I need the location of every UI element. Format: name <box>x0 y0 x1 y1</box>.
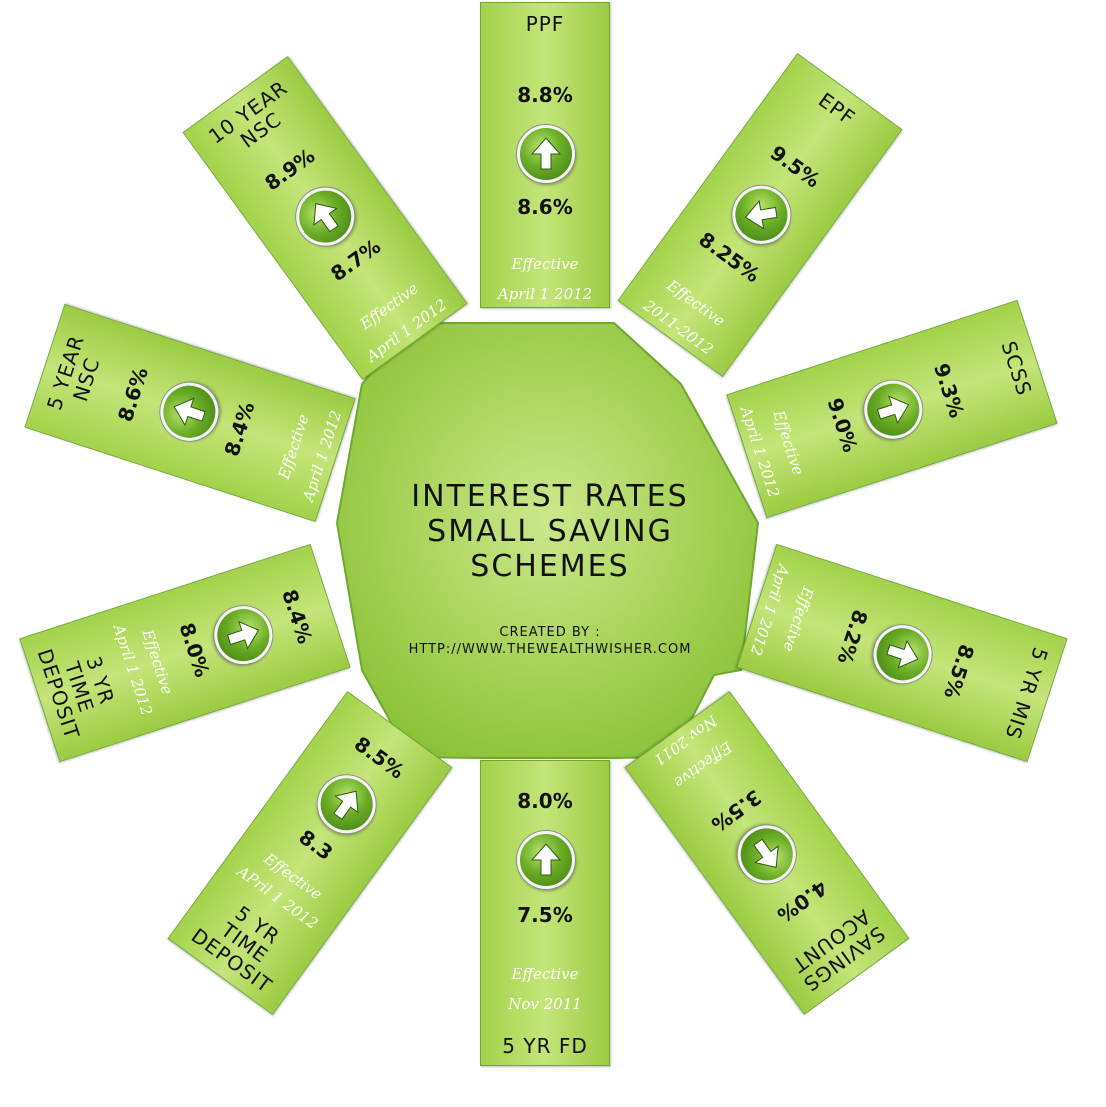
scheme-card-scss: SCSS 9.3% 9.0% Effective April 1 2012 <box>726 299 1058 519</box>
arrow-up-icon <box>517 831 575 889</box>
arrow-up-icon <box>856 373 930 447</box>
card-effective-date: April 1 2012 <box>497 285 593 303</box>
arrow-up-icon <box>206 598 280 672</box>
card-first-rate: 9.3% <box>929 360 970 421</box>
created-by-label: CREATED BY : <box>499 625 601 640</box>
scheme-card-savings-account: SAVINGS ACOUNT 4.0% 3.5% Effective Nov 2… <box>624 691 910 1015</box>
arrow-down-left-icon <box>720 174 802 256</box>
card-effective-label: Effective <box>511 965 579 983</box>
card-first-rate: 8.6% <box>112 364 153 425</box>
scheme-card-5yr-mis: 5 YR MIS 8.5% 8.2% Effective April 1 201… <box>736 543 1068 763</box>
website-url: HTTP://WWW.THEWEALTHWISHER.COM <box>408 642 692 657</box>
card-first-rate: 8.4% <box>277 586 318 647</box>
scheme-card-5-year-nsc: 5 YEAR NSC 8.6% 8.4% Effective April 1 2… <box>24 303 356 523</box>
card-scheme-name: PPF <box>525 12 565 36</box>
arrow-up-icon <box>152 375 226 449</box>
card-second-rate: 9.0% <box>822 394 863 456</box>
scheme-card-3yr-time-deposit: 8.4% 8.0% Effective April 1 2012 3 YR TI… <box>19 543 351 763</box>
center-title-line3: SCHEMES <box>470 549 630 584</box>
center-title-line2: SMALL SAVING <box>427 514 673 549</box>
arrow-up-icon <box>866 617 940 691</box>
scheme-card-epf: EPF 9.5% 8.25% Effective 2011-2012 <box>617 53 903 377</box>
scheme-card-5yr-fd: 8.0% 7.5% Effective Nov 2011 5 YR FD <box>480 760 610 1066</box>
scheme-card-ppf: PPF 8.8% 8.6% Effective April 1 2012 <box>480 2 610 308</box>
card-first-rate: 8.0% <box>517 789 573 813</box>
card-second-rate: 8.4% <box>219 398 260 460</box>
card-scheme-name: 5 YR FD <box>502 1034 588 1058</box>
scheme-card-5yr-time-deposit: 8.5% 8.3 Effective APril 1 2012 5 YR TIM… <box>167 691 453 1015</box>
center-title-line1: INTEREST RATES <box>411 479 689 514</box>
arrow-up-icon <box>517 125 575 183</box>
card-first-rate: 8.8% <box>517 83 573 107</box>
card-second-rate: 8.6% <box>517 195 573 219</box>
arrow-up-icon <box>306 763 388 845</box>
card-first-rate: 8.5% <box>939 641 980 702</box>
scheme-card-10-year-nsc: 10 YEAR NSC 8.9% 8.7% Effective April 1 … <box>182 56 468 380</box>
card-second-rate: 8.2% <box>832 606 873 668</box>
arrow-up-icon <box>284 176 366 258</box>
card-effective-label: Effective <box>511 255 579 273</box>
arrow-up-icon <box>726 813 808 895</box>
card-second-rate: 7.5% <box>517 903 573 927</box>
card-effective-date: Nov 2011 <box>508 995 582 1013</box>
